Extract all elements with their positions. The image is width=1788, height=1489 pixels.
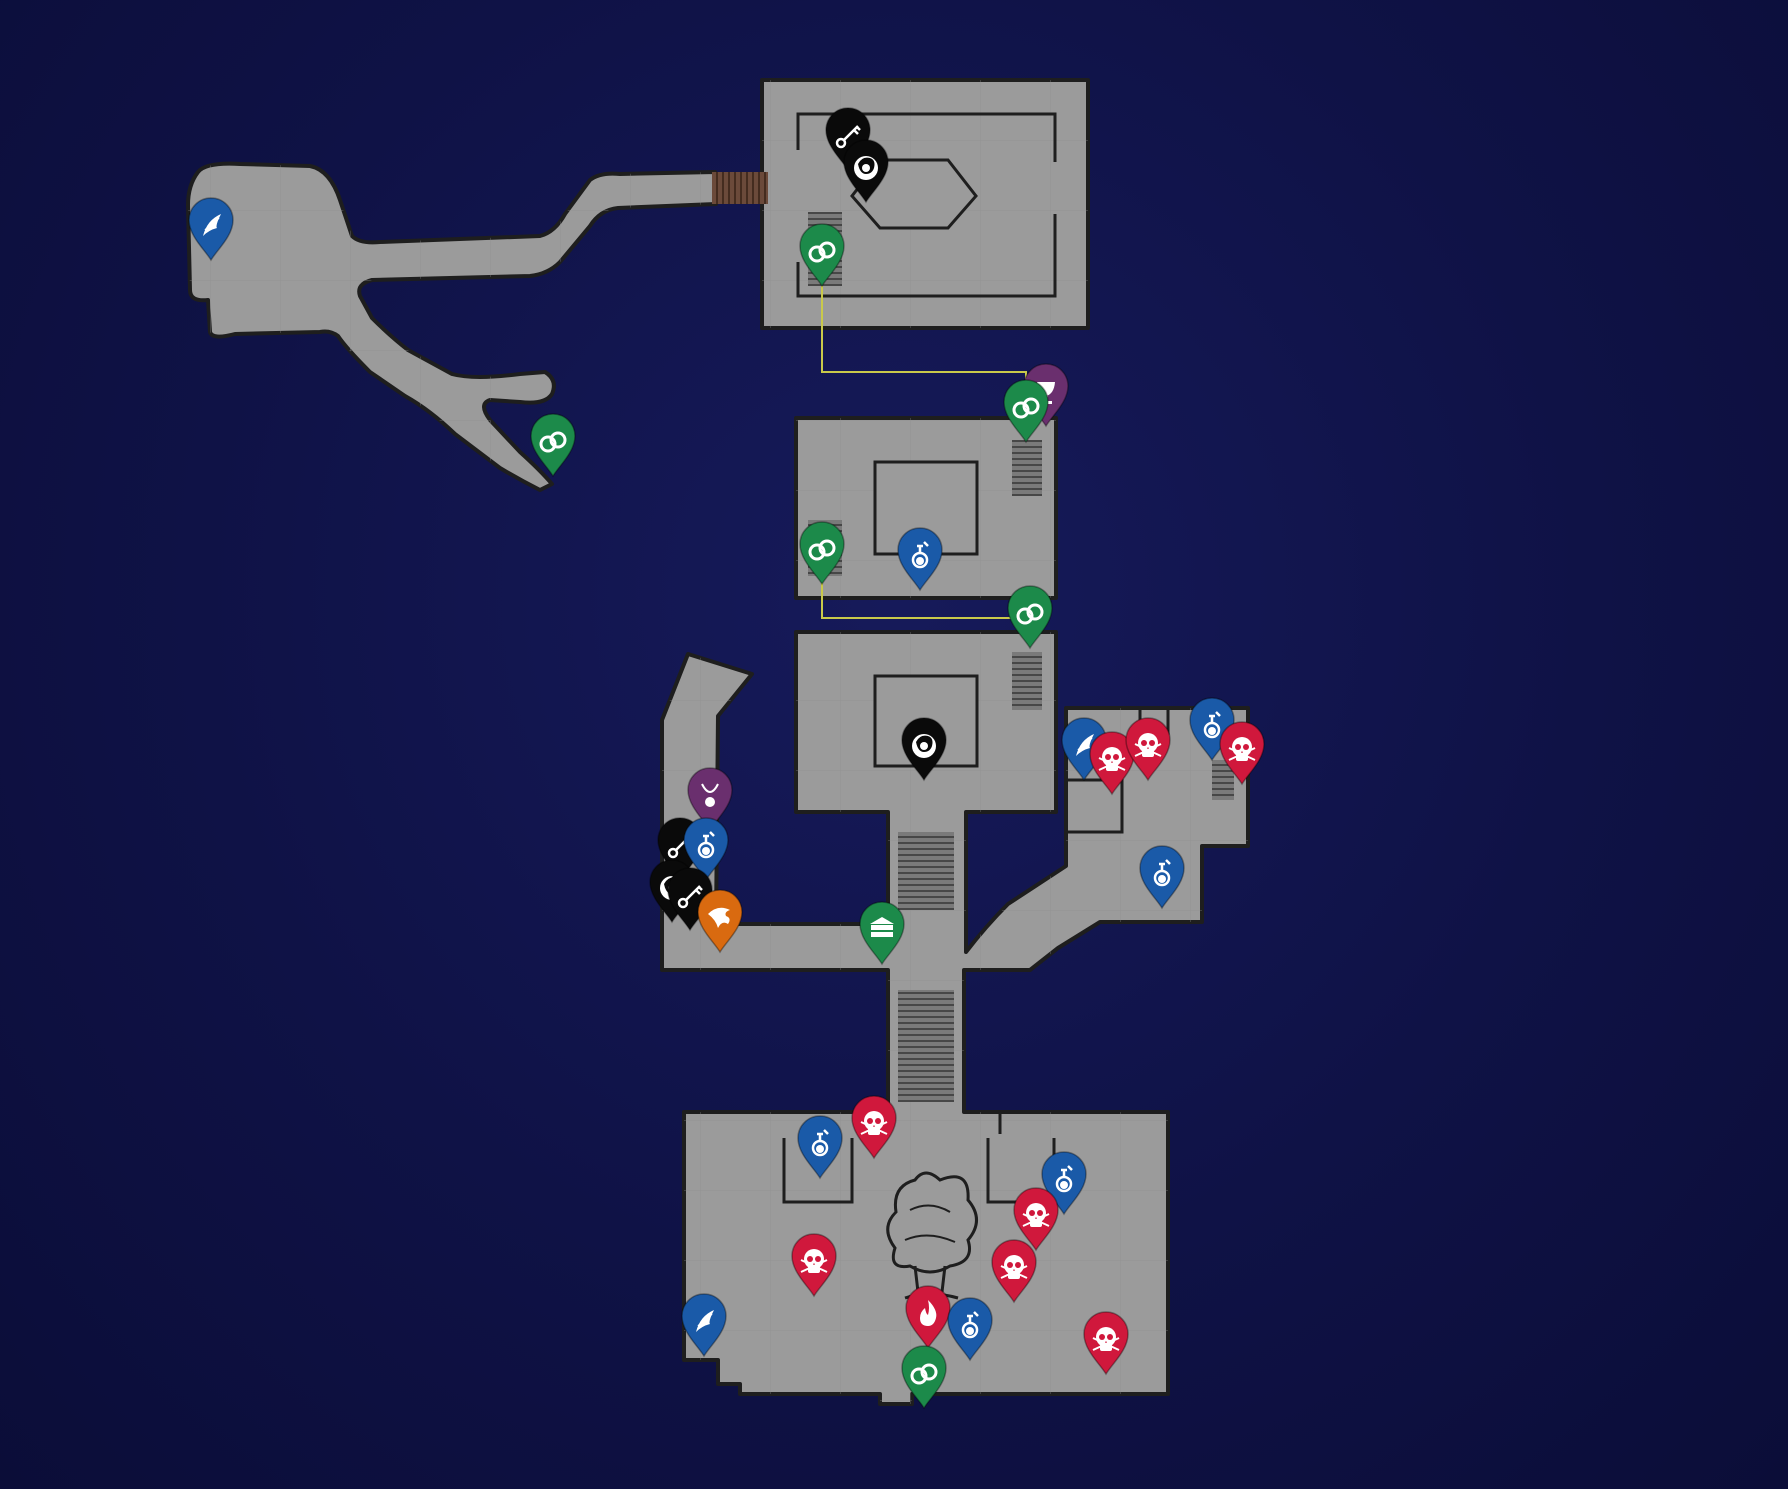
- map-markers[interactable]: [188, 107, 1265, 1410]
- marker-spirit[interactable]: [681, 1293, 727, 1358]
- hall-alcove-left: [782, 1138, 854, 1204]
- skull-icon: [1098, 747, 1126, 771]
- marker-potion[interactable]: [947, 1297, 993, 1362]
- stairs-4: [1012, 652, 1042, 710]
- marker-skull[interactable]: [851, 1095, 897, 1160]
- marker-skull[interactable]: [1125, 717, 1171, 782]
- marker-skull[interactable]: [991, 1239, 1037, 1304]
- amulet-icon: [701, 783, 719, 807]
- marker-boss[interactable]: [843, 139, 889, 204]
- marker-potion[interactable]: [797, 1115, 843, 1180]
- link-icon: [808, 241, 836, 263]
- potion-icon: [1153, 859, 1171, 887]
- marker-skull[interactable]: [1089, 731, 1135, 796]
- link-icon: [1016, 603, 1044, 625]
- potion-icon: [697, 831, 715, 859]
- marker-link[interactable]: [799, 521, 845, 586]
- key-icon: [677, 885, 703, 909]
- potion-icon: [1055, 1165, 1073, 1193]
- bridge: [712, 172, 768, 204]
- stairs-5: [898, 832, 954, 910]
- marker-potion[interactable]: [683, 817, 729, 882]
- feather-icon: [203, 214, 221, 236]
- link-icon: [1012, 397, 1040, 419]
- marker-spirit[interactable]: [188, 197, 234, 262]
- chest-icon: [870, 917, 894, 937]
- marker-skull[interactable]: [791, 1233, 837, 1298]
- feather-icon: [1076, 734, 1094, 756]
- skull-icon: [1000, 1255, 1028, 1279]
- eagle-icon: [708, 907, 730, 928]
- feather-icon: [696, 1310, 714, 1332]
- marker-link[interactable]: [1003, 379, 1049, 444]
- link-icon: [539, 431, 567, 453]
- marker-link[interactable]: [799, 223, 845, 288]
- marker-potion[interactable]: [897, 527, 943, 592]
- key-icon: [835, 125, 861, 149]
- marker-amulet[interactable]: [687, 767, 733, 832]
- marker-link[interactable]: [1007, 585, 1053, 650]
- skull-icon: [1022, 1203, 1050, 1227]
- marker-skull[interactable]: [1083, 1311, 1129, 1376]
- marker-skull[interactable]: [1219, 721, 1265, 786]
- skull-icon: [1092, 1327, 1120, 1351]
- marker-potion[interactable]: [1139, 845, 1185, 910]
- skull-icon: [1228, 737, 1256, 761]
- marker-fire[interactable]: [905, 1285, 951, 1350]
- marker-link[interactable]: [530, 413, 576, 478]
- potion-icon: [911, 541, 929, 569]
- boss-icon: [912, 734, 936, 758]
- flame-icon: [920, 1300, 937, 1326]
- skull-icon: [800, 1249, 828, 1273]
- skull-icon: [860, 1111, 888, 1135]
- inner-wall-top: [796, 112, 1057, 298]
- potion-icon: [961, 1311, 979, 1339]
- boss-icon: [854, 156, 878, 180]
- skull-icon: [1134, 733, 1162, 757]
- marker-eagle[interactable]: [697, 889, 743, 954]
- marker-link[interactable]: [901, 1345, 947, 1410]
- potion-icon: [1203, 711, 1221, 739]
- stairs-6: [898, 990, 954, 1102]
- marker-skull[interactable]: [1013, 1187, 1059, 1252]
- link-icon: [910, 1363, 938, 1385]
- marker-boss[interactable]: [901, 717, 947, 782]
- stairs-7: [1212, 760, 1234, 800]
- link-icon: [808, 539, 836, 561]
- marker-chest[interactable]: [859, 901, 905, 966]
- stairs-2: [1012, 440, 1042, 496]
- potion-icon: [811, 1129, 829, 1157]
